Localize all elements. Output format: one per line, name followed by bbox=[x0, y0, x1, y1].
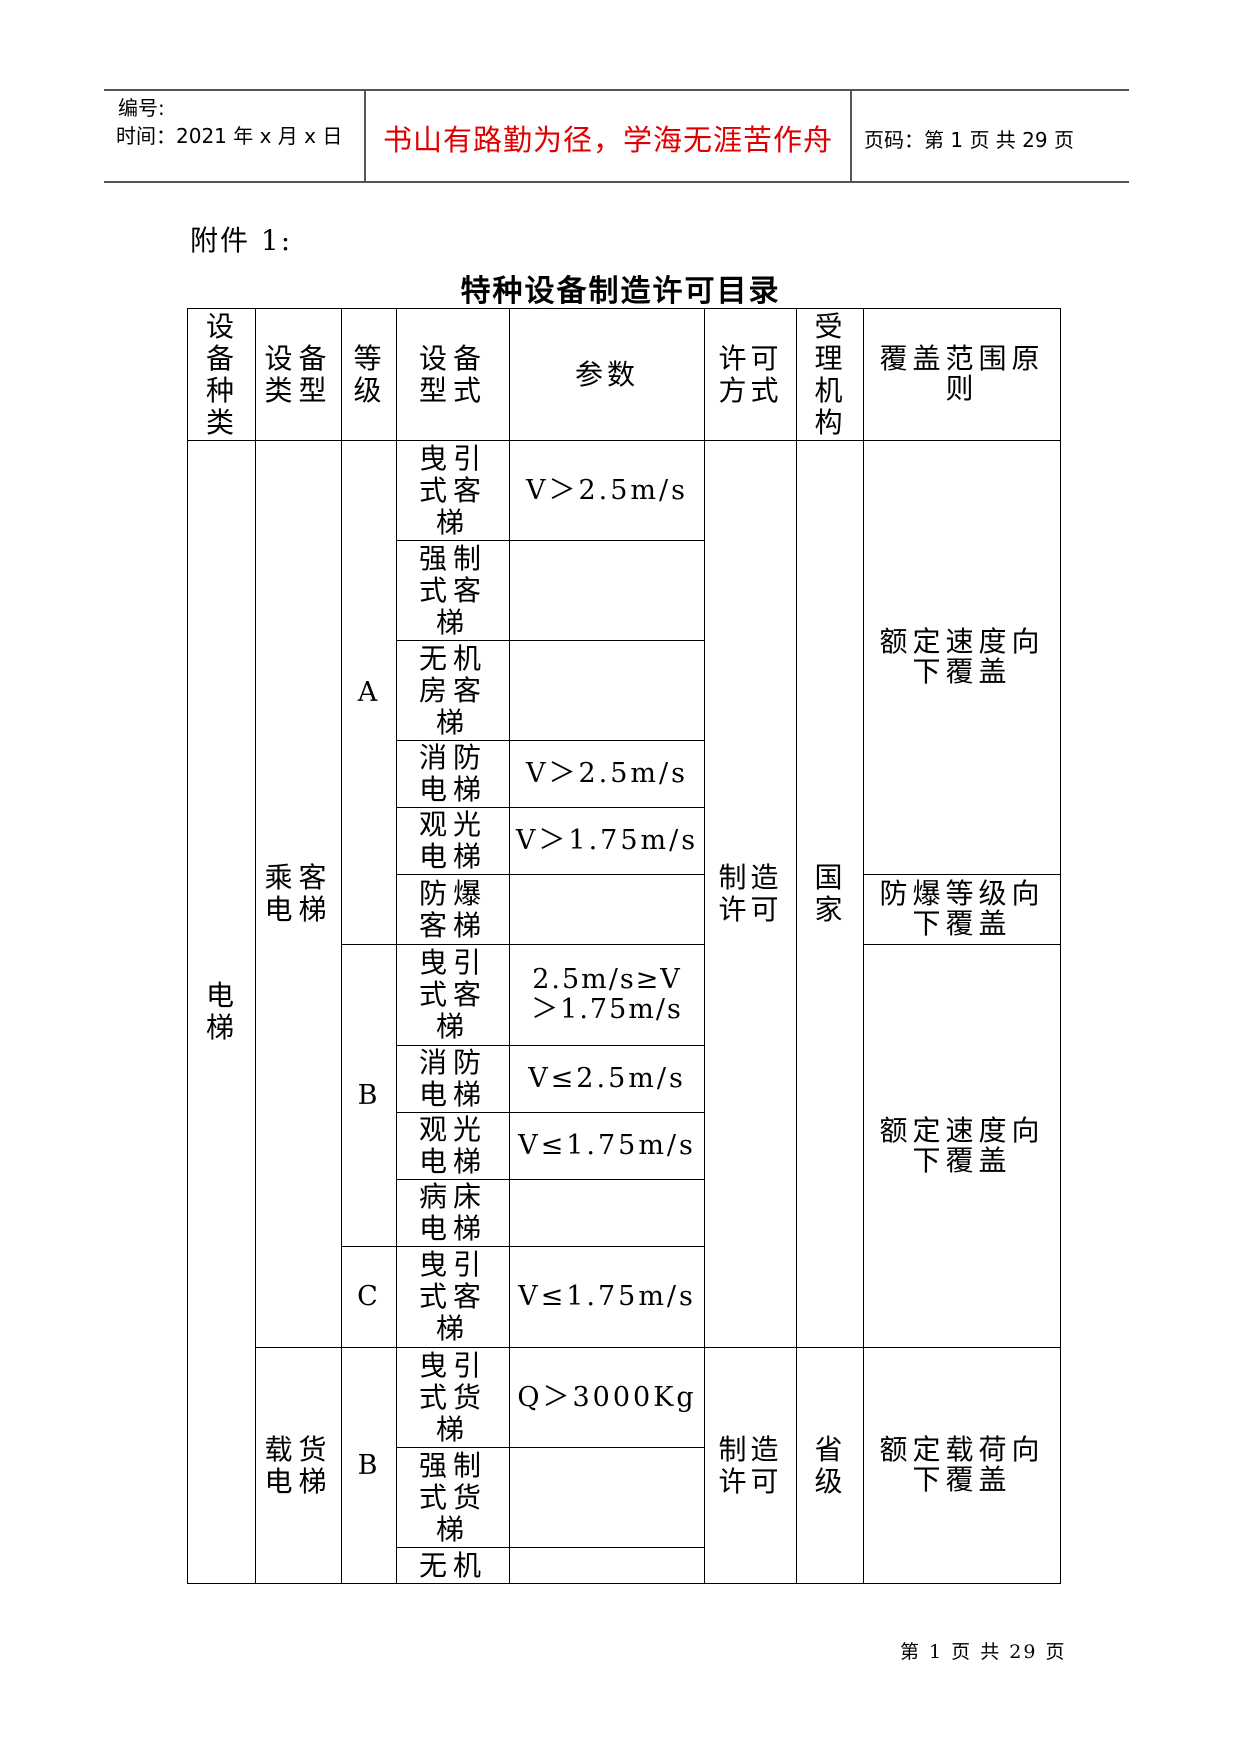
table-row: 消防电梯 V≤2.5m/s bbox=[188, 1045, 1061, 1113]
grade-cell-a: A bbox=[341, 440, 397, 945]
form-cell: 曳引式货梯 bbox=[396, 1347, 510, 1448]
coverage-cell-explosion: 防爆等级向下覆盖 bbox=[863, 874, 1061, 945]
header-cell-category: 设备种类 bbox=[187, 308, 256, 441]
category-cell: 电梯 bbox=[187, 440, 256, 1584]
form-cell: 强制式货梯 bbox=[396, 1447, 510, 1548]
param-cell bbox=[509, 640, 705, 741]
table-header-row: 设备种类 设备类型 等级 设备型式 参数 许可方式 受理机构 覆盖范围原则 bbox=[187, 308, 1061, 441]
grade-cell-freight: B bbox=[341, 1347, 397, 1584]
header-slogan: 书山有路勤为径，学海无涯苦作舟 bbox=[382, 123, 833, 157]
form-cell: 防爆客梯 bbox=[396, 874, 510, 945]
param-cell: V＞2.5m/s bbox=[509, 740, 705, 808]
table-row: 防爆客梯 防爆等级向下覆盖 bbox=[188, 874, 1061, 945]
attachment-label: 附件 1: bbox=[190, 224, 293, 257]
header-cell-coverage: 覆盖范围原则 bbox=[863, 308, 1061, 441]
type-cell-freight: 载货电梯 bbox=[255, 1347, 342, 1584]
table-row: 无机房客梯 bbox=[188, 640, 1061, 741]
table-row: 强制式货梯 bbox=[188, 1447, 1061, 1548]
table-row: 观光电梯 V＞1.75m/s bbox=[188, 807, 1061, 875]
form-cell: 观光电梯 bbox=[396, 1112, 510, 1180]
form-cell: 消防电梯 bbox=[396, 1045, 510, 1113]
form-cell: 强制式客梯 bbox=[396, 540, 510, 641]
table-row: 载货电梯 B 曳引式货梯 Q＞3000Kg 制造许可 省级 额定载荷向下覆盖 bbox=[188, 1347, 1061, 1584]
header-cell-type: 设备类型 bbox=[255, 308, 342, 441]
param-cell: Q＞3000Kg bbox=[509, 1347, 705, 1448]
form-cell: 消防电梯 bbox=[396, 740, 510, 808]
form-cell: 曳引式客梯 bbox=[396, 440, 510, 541]
header-divider-left bbox=[364, 89, 366, 183]
table-row: B 曳引式客梯 2.5m/s≥V＞1.75m/s 额定速度向下覆盖 bbox=[188, 944, 1061, 1348]
coverage-cell-speed-b: 额定速度向下覆盖 bbox=[863, 944, 1061, 1348]
param-cell bbox=[509, 1547, 705, 1584]
agency-cell-passenger: 国家 bbox=[796, 440, 864, 1348]
param-cell: V≤1.75m/s bbox=[509, 1246, 705, 1348]
header-cell-param: 参数 bbox=[509, 308, 705, 441]
grade-cell-b: B bbox=[341, 944, 397, 1247]
form-cell: 观光电梯 bbox=[396, 807, 510, 875]
document-time-label: 时间：2021 年 x 月 x 日 bbox=[116, 124, 343, 148]
form-cell: 无机 bbox=[396, 1547, 510, 1584]
header-cell-agency: 受理机构 bbox=[796, 308, 864, 441]
table-row: 观光电梯 V≤1.75m/s bbox=[188, 1112, 1061, 1180]
header-top-rule bbox=[104, 89, 1129, 91]
param-cell: V＞2.5m/s bbox=[509, 440, 705, 541]
table-row: 电梯 乘客电梯 A 曳引式客梯 V＞2.5m/s 制造许可 国家 额定速度向下覆… bbox=[187, 440, 1061, 1584]
coverage-cell-load: 额定载荷向下覆盖 bbox=[863, 1347, 1061, 1584]
page-footer: 第 1 页 共 29 页 bbox=[900, 1641, 1067, 1663]
header-cell-grade: 等级 bbox=[341, 308, 397, 441]
table-row: 强制式客梯 bbox=[188, 540, 1061, 641]
license-cell-freight: 制造许可 bbox=[704, 1347, 797, 1584]
type-cell-passenger: 乘客电梯 bbox=[255, 440, 342, 1348]
coverage-cell-speed-a: 额定速度向下覆盖 bbox=[863, 440, 1061, 875]
form-cell: 曳引式客梯 bbox=[396, 944, 510, 1046]
param-cell bbox=[509, 1179, 705, 1247]
param-cell bbox=[509, 874, 705, 945]
table-row: 病床电梯 bbox=[188, 1179, 1061, 1247]
agency-cell-freight: 省级 bbox=[796, 1347, 864, 1584]
header-bottom-rule bbox=[104, 181, 1129, 183]
header-cell-license: 许可方式 bbox=[704, 308, 797, 441]
header-divider-right bbox=[850, 89, 852, 183]
document-title: 特种设备制造许可目录 bbox=[460, 274, 781, 309]
param-cell: V＞1.75m/s bbox=[509, 807, 705, 875]
table-row: 无机 bbox=[188, 1547, 1061, 1584]
param-cell: V≤2.5m/s bbox=[509, 1045, 705, 1113]
table-row: C 曳引式客梯 V≤1.75m/s bbox=[188, 1246, 1061, 1348]
header-cell-form: 设备型式 bbox=[396, 308, 510, 441]
param-cell bbox=[509, 1447, 705, 1548]
param-cell bbox=[509, 540, 705, 641]
param-cell: 2.5m/s≥V＞1.75m/s bbox=[509, 944, 705, 1046]
param-cell: V≤1.75m/s bbox=[509, 1112, 705, 1180]
license-catalog-table: 设备种类 设备类型 等级 设备型式 参数 许可方式 受理机构 覆盖范围原则 电梯… bbox=[187, 308, 1061, 1584]
form-cell: 无机房客梯 bbox=[396, 640, 510, 741]
header-page-label: 页码：第 1 页 共 29 页 bbox=[864, 128, 1074, 152]
form-cell: 病床电梯 bbox=[396, 1179, 510, 1247]
form-cell: 曳引式客梯 bbox=[396, 1246, 510, 1348]
grade-cell-c: C bbox=[341, 1246, 397, 1348]
license-cell-passenger: 制造许可 bbox=[704, 440, 797, 1348]
document-number-label: 编号: bbox=[118, 96, 165, 120]
